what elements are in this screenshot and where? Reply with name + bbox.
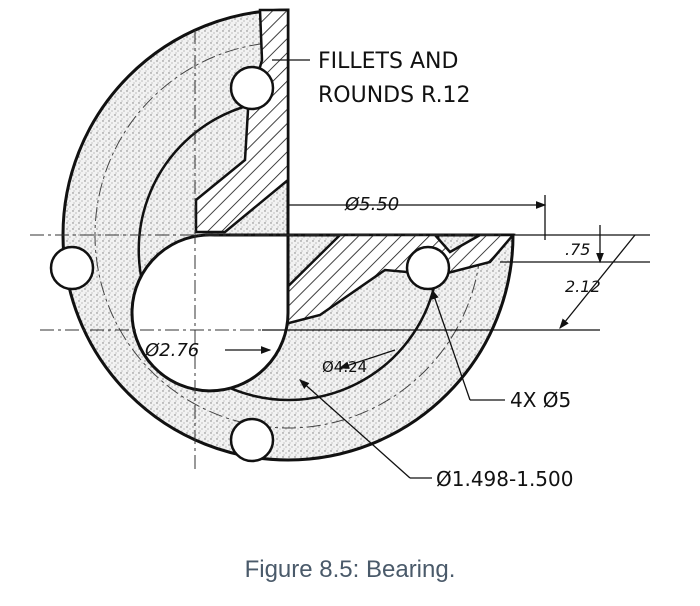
dim-line-212 (559, 234, 636, 330)
bolt-hole (405, 245, 451, 291)
bolt-hole (229, 417, 275, 463)
bearing-drawing: FILLETS AND ROUNDS R.12 Ø5.50 .75 2.12 Ø… (30, 8, 650, 491)
note-holes: 4X Ø5 (510, 388, 571, 412)
dim-276-label: Ø2.76 (144, 340, 199, 361)
leader-bore (299, 379, 411, 479)
leader-424 (338, 349, 396, 369)
note-bore: Ø1.498-1.500 (436, 467, 573, 491)
dim-550-label: Ø5.50 (344, 194, 399, 215)
dim-424-label: Ø4.24 (322, 358, 367, 376)
figure-caption: Figure 8.5: Bearing. (244, 556, 456, 583)
bolt-hole (49, 245, 95, 291)
bolt-circle-line (94, 41, 482, 429)
note-fillets-line2: ROUNDS R.12 (318, 83, 471, 108)
bolt-holes (49, 65, 451, 463)
leader-holes (431, 288, 471, 401)
bolt-hole (229, 65, 275, 111)
dim-075-label: .75 (565, 240, 590, 259)
dim-212-label: 2.12 (565, 277, 601, 296)
bore (130, 233, 290, 393)
note-fillets-line1: FILLETS AND (318, 49, 458, 74)
